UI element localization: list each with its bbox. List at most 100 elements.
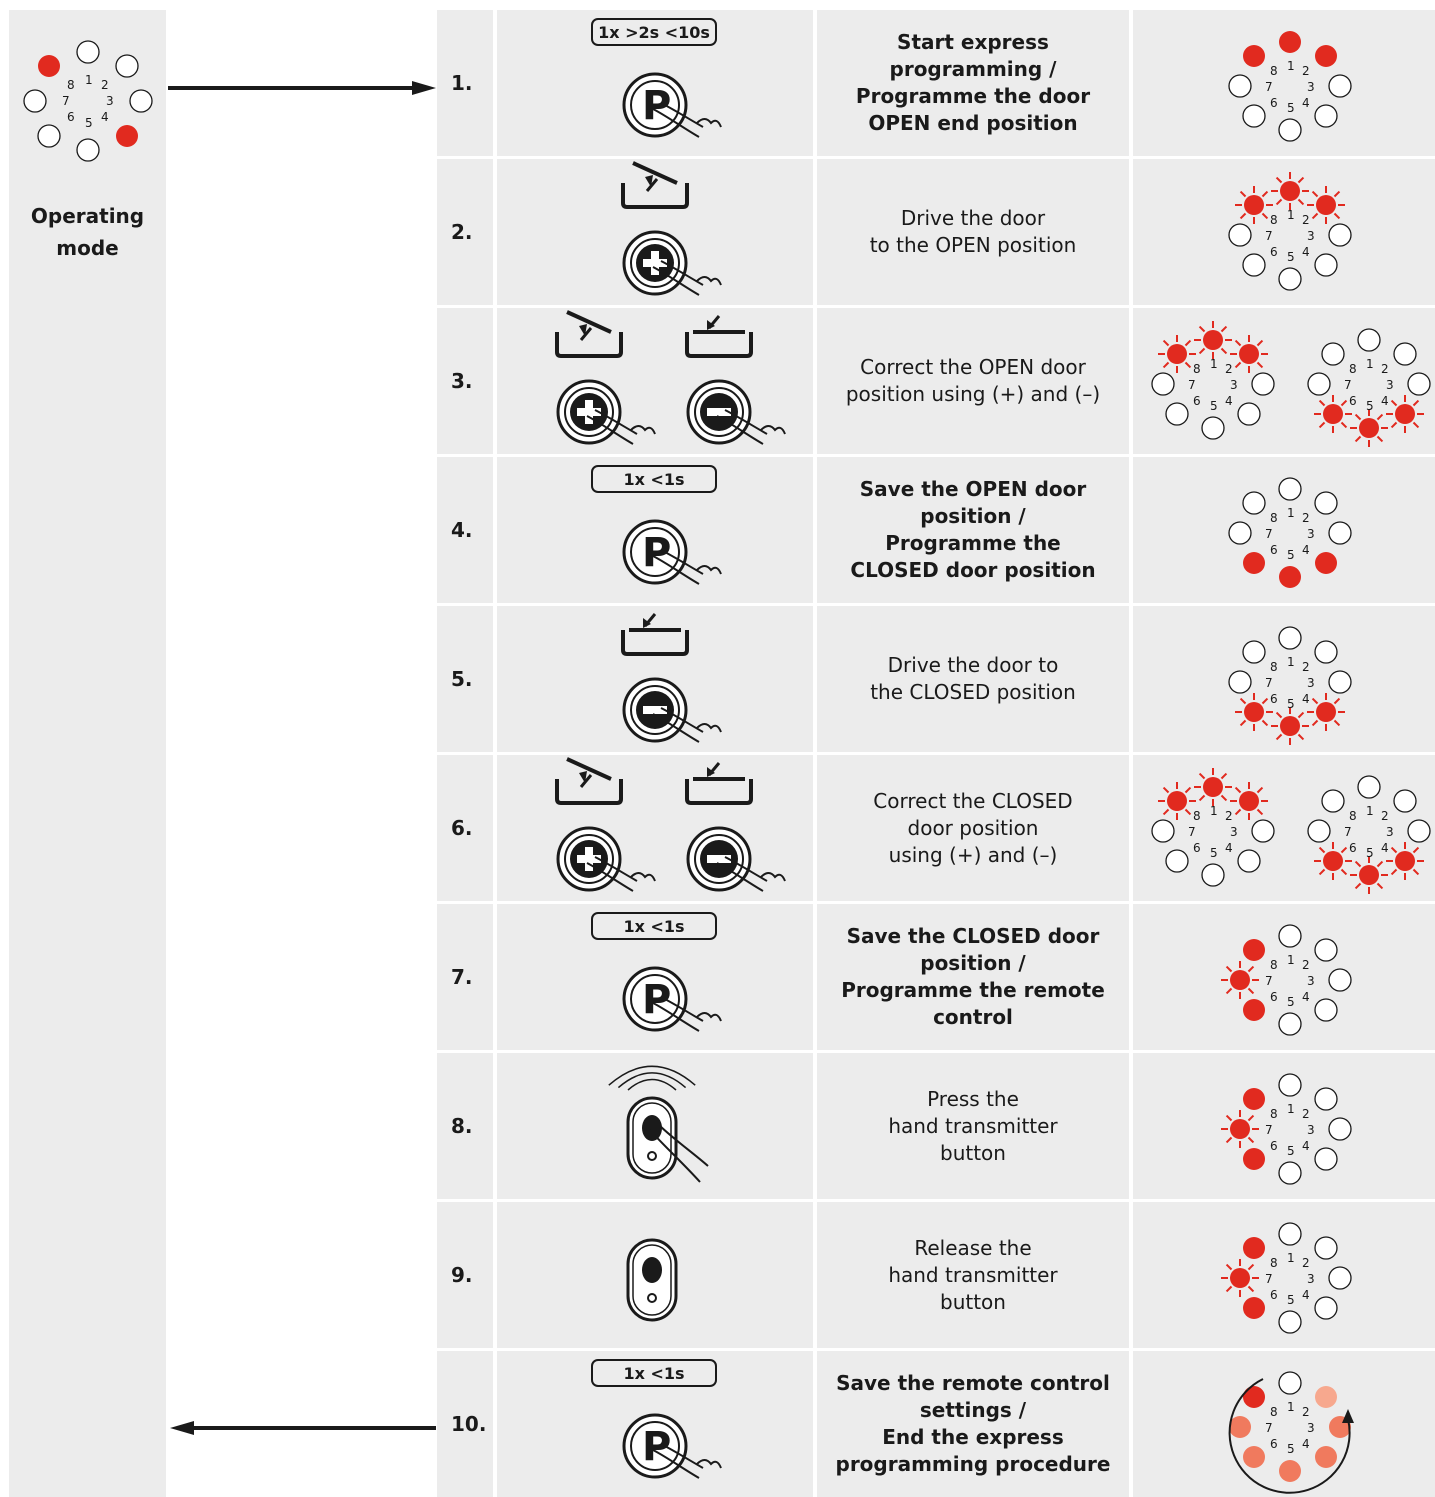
door-close-icon [621, 613, 689, 656]
step-number: 8. [451, 1114, 473, 1138]
svg-text:5: 5 [1210, 846, 1218, 860]
door-close-icon [685, 762, 753, 805]
svg-text:3: 3 [1386, 378, 1394, 392]
step-number-cell: 1. [437, 10, 493, 156]
svg-text:2: 2 [1381, 809, 1389, 823]
door-open-icon [621, 161, 689, 209]
svg-text:3: 3 [1307, 1123, 1315, 1137]
svg-text:6: 6 [67, 110, 75, 124]
operating-mode-panel: 1 2 3 4 5 6 7 8 Operating mode [9, 10, 166, 1497]
svg-text:5: 5 [1287, 1293, 1295, 1307]
step-action-cell [497, 308, 813, 454]
svg-text:2: 2 [1302, 64, 1310, 78]
svg-text:8: 8 [1270, 511, 1278, 525]
svg-text:2: 2 [101, 78, 109, 92]
svg-text:4: 4 [1302, 692, 1310, 706]
svg-text:7: 7 [1344, 825, 1352, 839]
svg-text:1: 1 [1287, 506, 1295, 520]
svg-text:6: 6 [1349, 394, 1357, 408]
svg-text:3: 3 [1307, 527, 1315, 541]
svg-text:2: 2 [1381, 362, 1389, 376]
svg-text:5: 5 [85, 116, 93, 130]
step-number: 5. [451, 667, 473, 691]
svg-text:1: 1 [1287, 59, 1295, 73]
svg-text:3: 3 [1230, 825, 1238, 839]
svg-text:3: 3 [106, 94, 114, 108]
step-description-cell: Start express programming / Programme th… [817, 10, 1129, 156]
step-number: 4. [451, 518, 473, 542]
step-number: 3. [451, 369, 473, 393]
step-number: 7. [451, 965, 473, 989]
operating-mode-led-ring: 1 2 3 4 5 6 7 8 [23, 40, 153, 162]
svg-text:1: 1 [1366, 357, 1374, 371]
svg-text:8: 8 [1270, 1256, 1278, 1270]
svg-text:6: 6 [1193, 394, 1201, 408]
svg-text:7: 7 [1265, 80, 1273, 94]
step-number: 10. [451, 1412, 487, 1436]
svg-text:8: 8 [1193, 809, 1201, 823]
step-description: Save the CLOSED door position / Programm… [841, 924, 1105, 1029]
svg-text:5: 5 [1210, 399, 1218, 413]
svg-text:2: 2 [1302, 1405, 1310, 1419]
svg-text:1: 1 [1287, 1102, 1295, 1116]
svg-text:8: 8 [1270, 660, 1278, 674]
svg-text:5: 5 [1287, 1144, 1295, 1158]
svg-text:3: 3 [1307, 974, 1315, 988]
svg-text:7: 7 [62, 94, 70, 108]
svg-text:4: 4 [1225, 394, 1233, 408]
step-description-cell: Save the OPEN door position / Programme … [817, 457, 1129, 603]
step-description: Drive the door to the OPEN position [869, 206, 1077, 257]
svg-text:4: 4 [101, 110, 109, 124]
minus-button-icon [622, 677, 722, 743]
step-number-cell: 3. [437, 308, 493, 454]
svg-text:8: 8 [1270, 64, 1278, 78]
p-button-icon: P [622, 1413, 722, 1479]
svg-text:2: 2 [1302, 1107, 1310, 1121]
step-row: 6. Correct the CLOSED door position using… [437, 755, 1435, 901]
svg-text:4: 4 [1225, 841, 1233, 855]
step-description: Start express programming / Programme th… [855, 30, 1091, 135]
step-description: Correct the CLOSED door position using (… [873, 788, 1073, 867]
svg-text:2: 2 [1302, 958, 1310, 972]
svg-text:1: 1 [1287, 1251, 1295, 1265]
svg-text:4: 4 [1302, 245, 1310, 259]
p-button-icon: P [622, 966, 722, 1032]
svg-text:2: 2 [1302, 660, 1310, 674]
svg-text:3: 3 [1307, 229, 1315, 243]
svg-text:6: 6 [1270, 990, 1278, 1004]
svg-text:3: 3 [1307, 1272, 1315, 1286]
step-number-cell: 2. [437, 159, 493, 305]
svg-text:7: 7 [1265, 676, 1273, 690]
step-description: Save the remote control settings / End t… [835, 1371, 1111, 1476]
step-number-cell: 10. [437, 1351, 493, 1497]
svg-text:6: 6 [1270, 692, 1278, 706]
svg-text:4: 4 [1302, 1437, 1310, 1451]
svg-text:8: 8 [1349, 809, 1357, 823]
hand-transmitter-icon [608, 1065, 709, 1183]
step-action-cell [497, 1053, 813, 1199]
svg-text:2: 2 [1225, 809, 1233, 823]
step-description-cell: Save the remote control settings / End t… [817, 1351, 1129, 1497]
plus-button-icon [556, 826, 656, 892]
door-close-icon [685, 315, 753, 358]
svg-text:4: 4 [1302, 990, 1310, 1004]
svg-text:3: 3 [1230, 378, 1238, 392]
step-description: Drive the door to the CLOSED position [870, 653, 1076, 704]
svg-text:7: 7 [1265, 1421, 1273, 1435]
svg-text:6: 6 [1270, 96, 1278, 110]
step-number-cell: 6. [437, 755, 493, 901]
svg-text:7: 7 [1265, 229, 1273, 243]
